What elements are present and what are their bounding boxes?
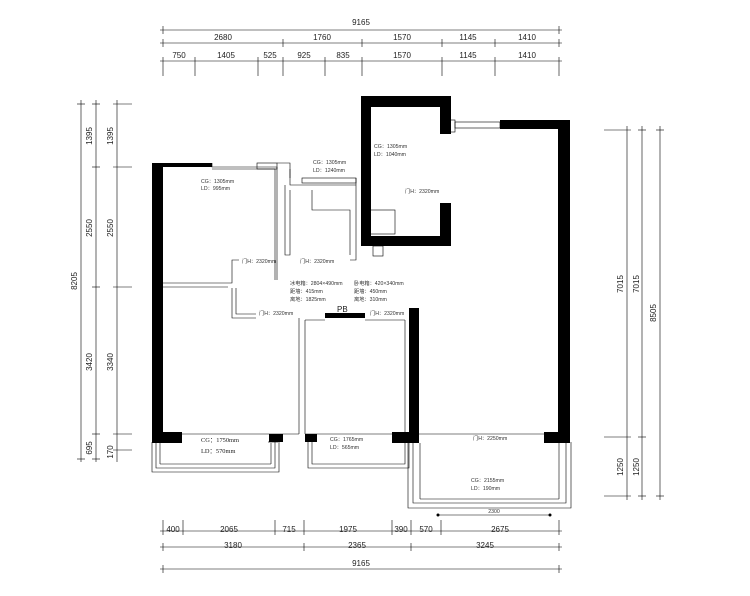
- left-dimension-chains: [77, 100, 132, 462]
- left-dim: 2550: [85, 219, 94, 237]
- top-dim: 1410: [518, 33, 536, 42]
- top-dim: 1570: [393, 51, 411, 60]
- door-note: 门H：2250mm: [473, 434, 507, 442]
- top-dim: 1760: [313, 33, 331, 42]
- balcony-dim: 2300: [488, 509, 500, 515]
- bottom-dim: 715: [282, 525, 296, 534]
- left-dim: 3340: [106, 353, 115, 371]
- left-dim: 695: [85, 441, 94, 455]
- window-note: LD：1240mm: [313, 168, 345, 174]
- door-note: 门H：2320mm: [242, 257, 276, 265]
- window-note: CG：1305mm: [374, 144, 407, 150]
- bottom-dim: 3245: [476, 541, 494, 550]
- left-dim: 2550: [106, 219, 115, 237]
- fridge-note: 距墙：415mm: [290, 287, 323, 295]
- left-dim: 3420: [85, 353, 94, 371]
- top-dim: 1405: [217, 51, 235, 60]
- right-total-dim: 8505: [649, 304, 658, 322]
- window-note: CG：1305mm: [313, 160, 346, 166]
- balcony-window-note: LD：565mm: [330, 445, 359, 451]
- door-note: 门H：2320mm: [370, 309, 404, 317]
- balcony-window-note: CG：1750mm: [201, 437, 239, 444]
- bottom-dim: 390: [394, 525, 408, 534]
- right-dimension-chains: [604, 126, 664, 500]
- top-dim: 1145: [459, 51, 477, 60]
- bottom-dim: 400: [166, 525, 180, 534]
- top-dim: 750: [172, 51, 186, 60]
- right-dim: 7015: [632, 275, 641, 293]
- right-dim: 1250: [632, 458, 641, 476]
- bottom-dim: 3180: [224, 541, 242, 550]
- fridge-note: 冰电箱：2804×490mm: [290, 279, 343, 287]
- window-note: LD：1040mm: [374, 152, 406, 158]
- top-dim: 1570: [393, 33, 411, 42]
- left-total-dim: 8205: [70, 272, 79, 290]
- top-dim: 1410: [518, 51, 536, 60]
- thick-walls: [152, 96, 570, 443]
- door-note: 门H：2320mm: [300, 257, 334, 265]
- right-dim: 7015: [616, 275, 625, 293]
- panel-note: 距墙：450mm: [354, 287, 387, 295]
- balcony-window-note: LD：190mm: [471, 486, 500, 492]
- door-note: 门H：2320mm: [259, 309, 293, 317]
- bottom-dimension-chains: [160, 520, 562, 573]
- top-dim: 835: [336, 51, 350, 60]
- panel-note: 离地：310mm: [354, 295, 387, 303]
- balcony-window-note: CG：1765mm: [330, 437, 363, 443]
- window-note: LD：995mm: [201, 186, 230, 192]
- fridge-note: 离地：1825mm: [290, 295, 326, 303]
- right-dim: 1250: [616, 458, 625, 476]
- top-dim: 1145: [459, 33, 477, 42]
- partition-walls: [163, 162, 544, 435]
- left-dim: 1395: [85, 127, 94, 145]
- bottom-dim: 2675: [491, 525, 509, 534]
- left-dim: 170: [106, 445, 115, 459]
- window-note: CG：1305mm: [201, 179, 234, 185]
- panel-note: 卧电箱：420×340mm: [354, 279, 404, 287]
- door-note: 门H：2320mm: [405, 187, 439, 195]
- left-dim: 1395: [106, 127, 115, 145]
- bottom-dim: 2365: [348, 541, 366, 550]
- top-dimension-chains: [160, 26, 562, 76]
- top-dim: 2680: [214, 33, 232, 42]
- balcony-window-note: LD：570mm: [201, 448, 235, 455]
- bottom-dim: 2065: [220, 525, 238, 534]
- pb-label: PB: [337, 305, 348, 314]
- bottom-total-dim: 9165: [352, 559, 370, 568]
- balcony-window-note: CG：2155mm: [471, 478, 504, 484]
- top-total-dim: 9165: [352, 18, 370, 27]
- top-dim: 925: [297, 51, 311, 60]
- balcony-outlines: [151, 442, 572, 517]
- bottom-dim: 570: [419, 525, 433, 534]
- top-dim: 525: [263, 51, 277, 60]
- bottom-dim: 1975: [339, 525, 357, 534]
